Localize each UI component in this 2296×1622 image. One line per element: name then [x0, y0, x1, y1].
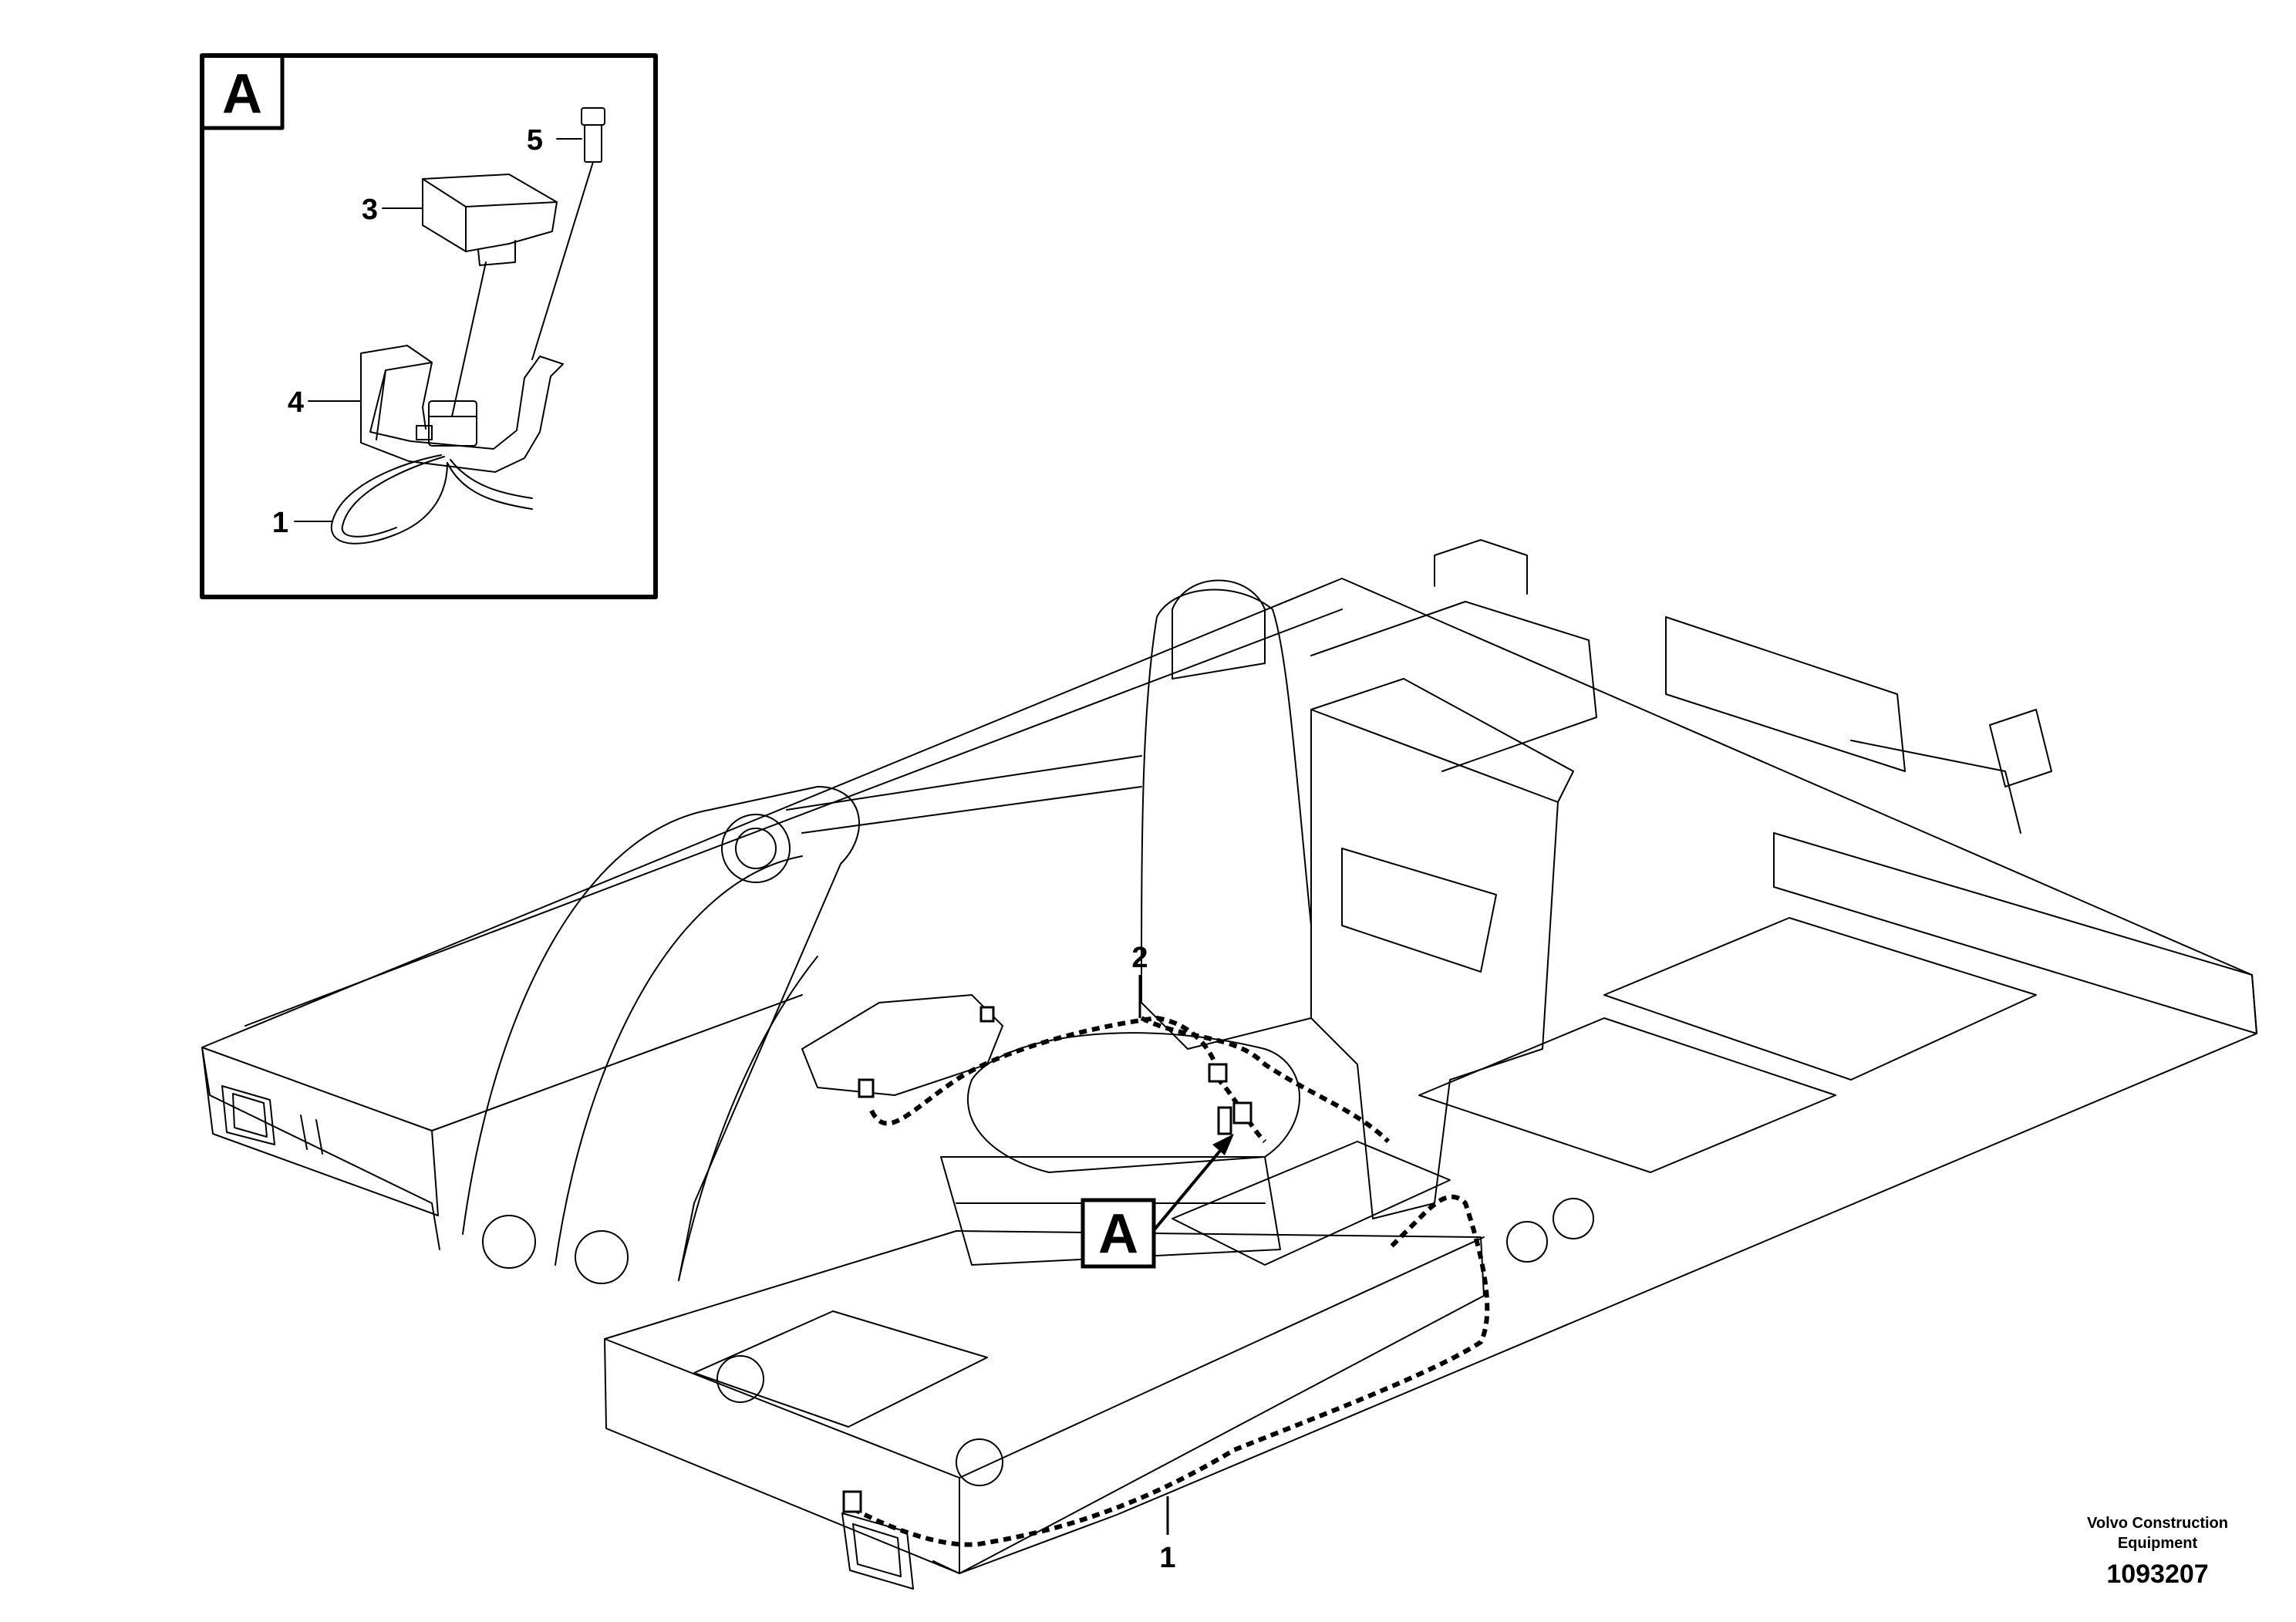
right-console — [1310, 709, 1559, 1219]
connector-icon — [842, 1490, 862, 1513]
rear-members — [1310, 539, 2052, 834]
document-number: 1093207 — [2106, 1560, 2209, 1589]
detail-letter-box — [200, 53, 285, 130]
detail-marker-box — [1081, 1198, 1156, 1269]
connector-icon — [1208, 1063, 1228, 1083]
detail-marker-arrow — [1149, 1134, 1234, 1236]
floor-plates — [693, 917, 2037, 1486]
harness-2 — [869, 1015, 1267, 1144]
left-end-cap — [221, 1085, 323, 1155]
boom-mount — [462, 755, 1142, 1284]
detail-leaders — [294, 138, 582, 522]
maker-line-1: Volvo Construction — [2087, 1515, 2228, 1532]
control-unit-icon — [422, 174, 558, 417]
detail-callout-1: 1 — [272, 507, 288, 539]
left-beam — [201, 1047, 439, 1216]
connector-icon — [1217, 1106, 1232, 1135]
bracket-icon — [360, 345, 564, 473]
left-armrest — [801, 994, 1003, 1096]
cable-icon — [330, 454, 533, 545]
detail-letter: A — [222, 63, 262, 125]
rear-rail — [201, 578, 2257, 1574]
main-callout-1: 1 — [1159, 1542, 1175, 1574]
connector-icon — [416, 400, 477, 447]
frame-assembly — [201, 539, 2257, 1590]
right-beam — [1773, 832, 2257, 1034]
harness-connectors — [842, 1006, 1253, 1513]
seat-back — [1141, 588, 1312, 1050]
maker-line-2: Equipment — [2117, 1535, 2198, 1552]
main-callout-2: 2 — [1131, 942, 1148, 974]
connector-icon — [1232, 1101, 1253, 1125]
detail-callout-3: 3 — [362, 194, 378, 226]
right-end-cap — [841, 1512, 914, 1590]
connector-icon — [979, 1006, 995, 1023]
credit-block: Volvo Construction Equipment 1093207 — [2087, 1513, 2228, 1590]
front-beam — [604, 1230, 1485, 1574]
wire-harness — [851, 1015, 1490, 1547]
operator-seat — [801, 579, 1574, 1266]
seat-base — [940, 1156, 1281, 1266]
detail-callout-4: 4 — [288, 386, 304, 419]
headrest — [1172, 579, 1266, 679]
detail-callout-5: 5 — [527, 124, 543, 157]
detail-view-a — [200, 53, 658, 599]
connector-icon — [858, 1078, 875, 1098]
screw-icon — [531, 107, 605, 360]
harness-1 — [851, 1194, 1490, 1547]
detail-frame — [200, 53, 658, 599]
detail-marker-letter: A — [1098, 1203, 1138, 1265]
